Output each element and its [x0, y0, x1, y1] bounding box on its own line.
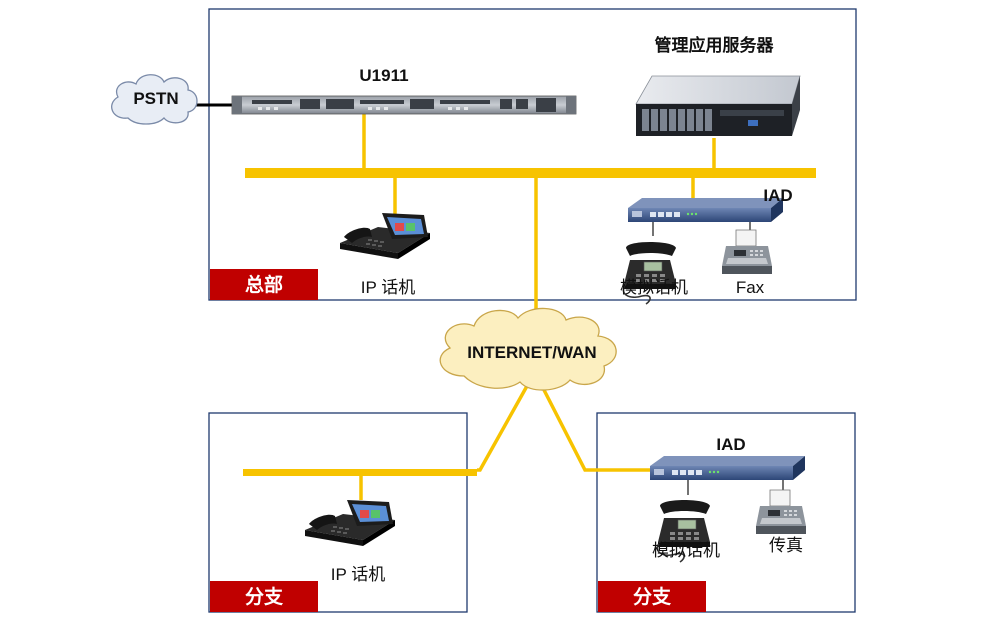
branch-right-fax-label: 传真: [769, 536, 803, 555]
hq-fax-label: Fax: [736, 278, 765, 297]
branch-left-lan-bus: [243, 469, 477, 476]
rack-gateway-icon: [231, 95, 577, 115]
hq-tag-label: 总部: [245, 273, 283, 296]
hq-analog-phone-label: 模拟话机: [620, 278, 688, 297]
internet-label: INTERNET/WAN: [467, 343, 596, 362]
branch-left-wan-link: [477, 385, 529, 472]
headquarters-frame: [208, 8, 857, 301]
branch-right-fax: 传真: [755, 489, 807, 555]
pstn-cloud: PSTN: [111, 74, 198, 125]
hq-iad: IAD: [628, 186, 793, 222]
u1911-gateway: U1911: [231, 66, 577, 115]
iad-device-icon: [628, 198, 783, 222]
branch-left-tag: 分支: [210, 581, 318, 612]
hq-fax: Fax: [721, 229, 773, 297]
branch-right-analog-phone: 模拟话机: [652, 499, 720, 563]
branch-left-tag-label: 分支: [245, 586, 284, 608]
hq-tag: 总部: [210, 269, 318, 300]
hq-analog-phone: 模拟话机: [620, 241, 688, 305]
server-label: 管理应用服务器: [655, 35, 775, 55]
branch-right-frame: [596, 412, 856, 613]
branch-left-frame: [208, 412, 468, 613]
internet-cloud: INTERNET/WAN: [439, 307, 617, 391]
hq-ip-phone-label: IP 话机: [361, 278, 415, 297]
branch-right-analog-phone-label: 模拟话机: [652, 541, 720, 560]
management-server: 管理应用服务器: [635, 35, 801, 136]
hq-lan-bus: [245, 168, 816, 178]
ip-phone-icon: [305, 500, 395, 546]
branch-right-tag-label: 分支: [633, 586, 672, 608]
hq-iad-label: IAD: [763, 186, 792, 205]
rack-server-icon: [635, 75, 801, 136]
branch-right-iad: IAD: [650, 435, 805, 480]
branch-right-iad-label: IAD: [716, 435, 745, 454]
ip-phone-icon: [340, 213, 430, 259]
branch-left-ip-phone: IP 话机: [305, 500, 395, 584]
pstn-label: PSTN: [133, 89, 178, 108]
branch-right-wan-link: [542, 389, 660, 472]
fax-icon: [755, 489, 807, 535]
iad-device-icon: [650, 456, 805, 480]
cloud-icon: [439, 307, 617, 391]
fax-icon: [721, 229, 773, 275]
branch-left-ip-phone-label: IP 话机: [331, 565, 385, 584]
branch-right-tag: 分支: [598, 581, 706, 612]
u1911-label: U1911: [359, 66, 408, 85]
cloud-icon: [111, 74, 198, 125]
hq-ip-phone: IP 话机: [340, 213, 430, 297]
